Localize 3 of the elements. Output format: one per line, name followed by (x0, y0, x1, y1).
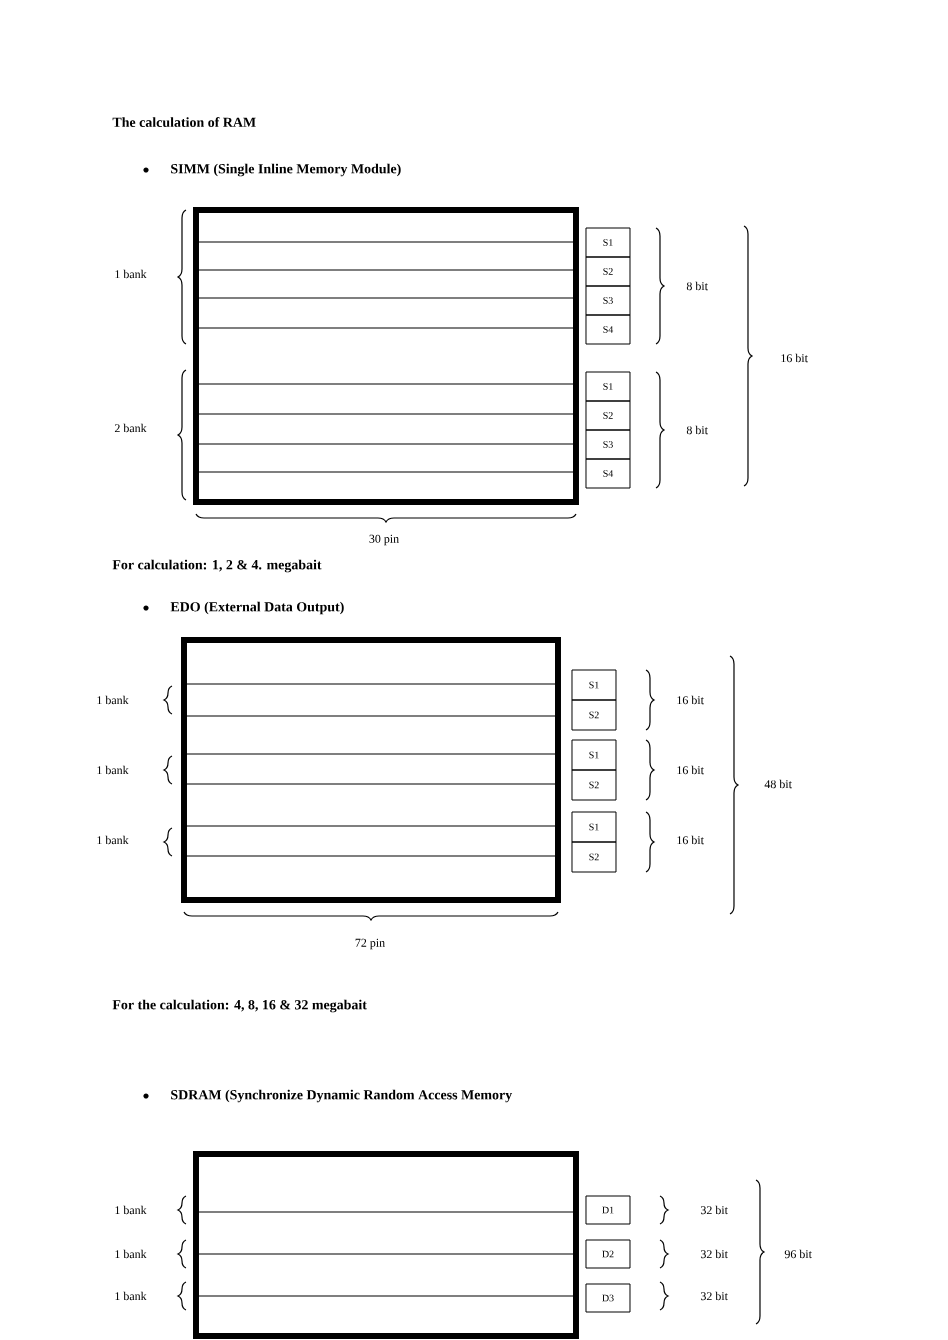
memory-module-outline (181, 637, 561, 903)
memory-module-outline (193, 1151, 579, 1339)
memory-module-outline (193, 207, 579, 505)
